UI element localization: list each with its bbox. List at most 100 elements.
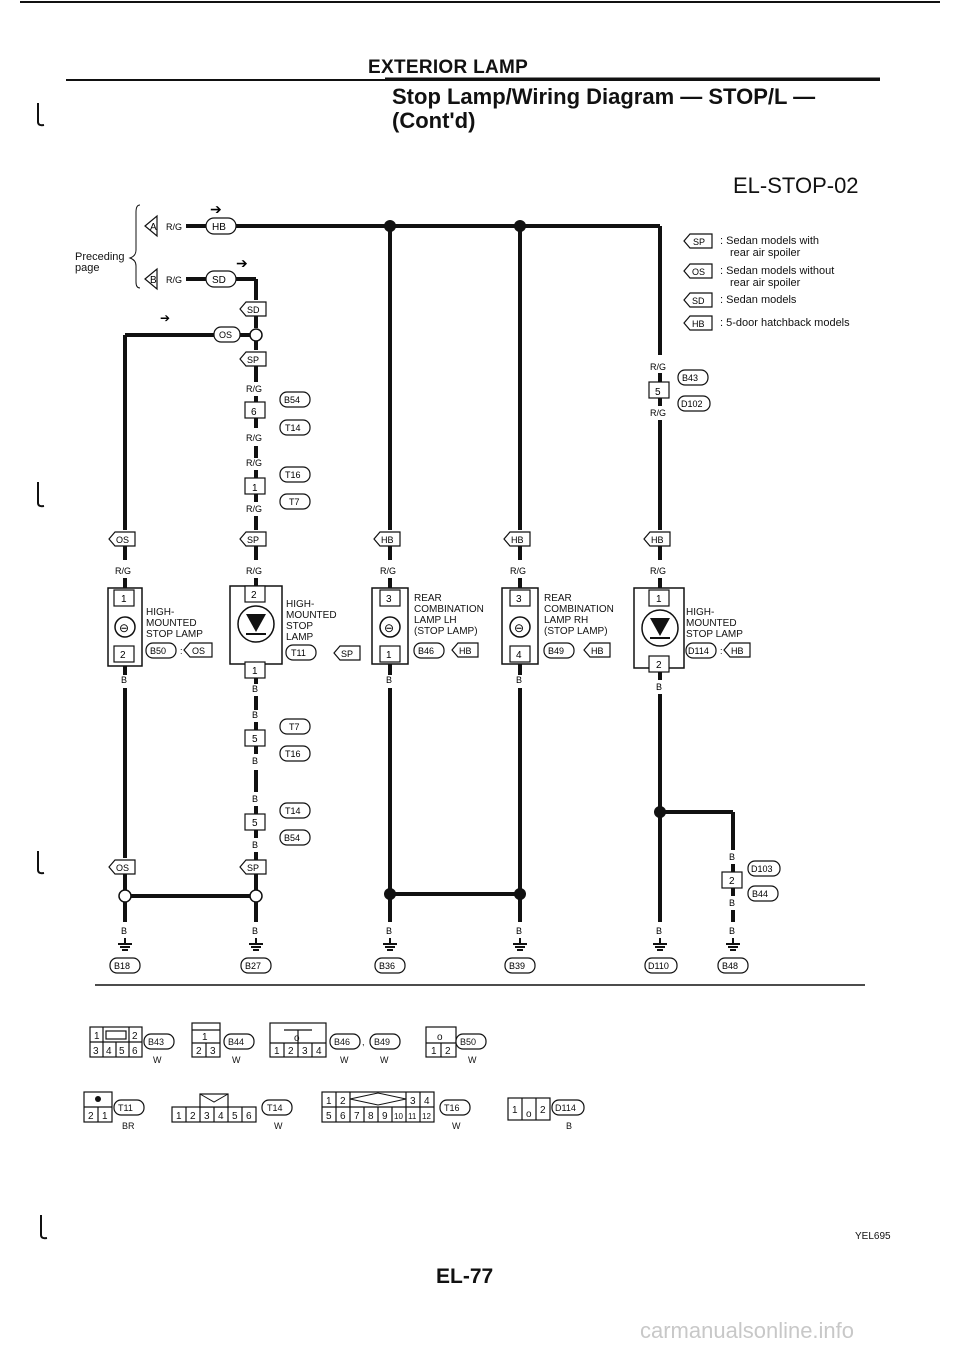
svg-text:B: B	[386, 926, 392, 936]
svg-text:W: W	[452, 1121, 461, 1131]
connector-view-d114	[507, 1097, 585, 1121]
lamp2-label: HIGH-	[286, 599, 315, 610]
svg-text:10: 10	[394, 1112, 403, 1121]
svg-text:OS: OS	[692, 267, 705, 277]
svg-text:5: 5	[252, 818, 258, 829]
svg-text:B54: B54	[284, 395, 300, 405]
svg-text:R/G: R/G	[510, 566, 526, 576]
svg-text:B: B	[386, 675, 392, 685]
svg-text:3: 3	[516, 594, 522, 605]
svg-text:2: 2	[132, 1031, 138, 1042]
lamp2-label-2: MOUNTED	[286, 610, 337, 621]
svg-text:T14: T14	[267, 1103, 283, 1113]
svg-text:SP: SP	[247, 535, 259, 545]
svg-text:B: B	[252, 794, 258, 804]
preceding-label-2: page	[75, 262, 100, 274]
svg-text:B: B	[252, 926, 258, 936]
svg-text:B: B	[121, 675, 127, 685]
connector-view-t16	[321, 1091, 471, 1123]
svg-text:2: 2	[729, 876, 735, 887]
diagram-code: EL-STOP-02	[733, 173, 859, 198]
svg-text::: :	[180, 646, 183, 656]
svg-text:B27: B27	[245, 961, 261, 971]
svg-text:B: B	[729, 926, 735, 936]
svg-text:R/G: R/G	[115, 566, 131, 576]
lamp5-label-2: MOUNTED	[686, 618, 737, 629]
svg-text:1: 1	[202, 1032, 208, 1043]
svg-text::: :	[720, 646, 723, 656]
svg-text:1: 1	[326, 1096, 332, 1107]
svg-text:8: 8	[368, 1111, 374, 1122]
svg-text:3: 3	[210, 1046, 216, 1057]
svg-text:B: B	[252, 840, 258, 850]
svg-text:HB: HB	[731, 646, 744, 656]
svg-text:⊖: ⊖	[384, 621, 394, 635]
lamp1-label: HIGH-	[146, 607, 175, 618]
svg-text:W: W	[380, 1055, 389, 1065]
svg-text:T14: T14	[285, 423, 301, 433]
svg-text:B: B	[121, 926, 127, 936]
svg-text:7: 7	[354, 1111, 360, 1122]
svg-text:R/G: R/G	[246, 384, 262, 394]
svg-text:1: 1	[252, 666, 258, 677]
svg-text:R/G: R/G	[650, 566, 666, 576]
svg-text:R/G: R/G	[246, 433, 262, 443]
svg-text:R/G: R/G	[650, 362, 666, 372]
svg-text:B: B	[252, 710, 258, 720]
svg-text:3: 3	[93, 1046, 99, 1057]
svg-text:11: 11	[408, 1112, 417, 1121]
svg-text:R/G: R/G	[246, 566, 262, 576]
svg-text:HB: HB	[459, 646, 472, 656]
lamp1-label-2: MOUNTED	[146, 618, 197, 629]
svg-text:5: 5	[655, 387, 661, 398]
svg-text:HB: HB	[212, 222, 226, 233]
svg-text:R/G: R/G	[246, 504, 262, 514]
svg-text:3: 3	[410, 1096, 416, 1107]
svg-text:⊖: ⊖	[119, 621, 129, 635]
svg-text:➔: ➔	[236, 255, 248, 271]
svg-text:B43: B43	[682, 373, 698, 383]
svg-text:HB: HB	[651, 535, 664, 545]
page-number: EL-77	[436, 1265, 494, 1288]
svg-text:4: 4	[106, 1046, 112, 1057]
svg-text:B: B	[729, 852, 735, 862]
svg-text:B49: B49	[374, 1037, 390, 1047]
svg-text:1: 1	[94, 1031, 100, 1042]
svg-text:B43: B43	[148, 1037, 164, 1047]
svg-text:6: 6	[132, 1046, 138, 1057]
svg-text:3: 3	[204, 1111, 210, 1122]
svg-text:B46: B46	[418, 646, 434, 656]
svg-text:SD: SD	[247, 305, 260, 315]
svg-text:5: 5	[326, 1111, 332, 1122]
connector-view-b50	[425, 1026, 487, 1058]
svg-text:R/G: R/G	[246, 458, 262, 468]
svg-text:12: 12	[422, 1112, 431, 1121]
svg-text:B39: B39	[509, 961, 525, 971]
svg-text:B54: B54	[284, 833, 300, 843]
svg-text:T7: T7	[289, 722, 300, 732]
svg-text:B: B	[516, 926, 522, 936]
svg-text:B44: B44	[228, 1037, 244, 1047]
lamp4-symbol: 3 ⊖ 4 B49 HB	[501, 578, 611, 665]
svg-text:D114: D114	[555, 1103, 576, 1113]
svg-text:1: 1	[512, 1105, 518, 1116]
svg-text:R/G: R/G	[380, 566, 396, 576]
svg-text:➔: ➔	[160, 311, 170, 325]
svg-text:5: 5	[252, 734, 258, 745]
svg-text:W: W	[153, 1055, 162, 1065]
svg-text:o: o	[437, 1032, 443, 1043]
svg-text:2: 2	[88, 1111, 94, 1122]
svg-text:T16: T16	[444, 1103, 460, 1113]
legend-os-text: : Sedan models without	[720, 265, 835, 277]
diagram-title: Stop Lamp/Wiring Diagram — STOP/L —	[392, 84, 816, 109]
svg-text:3: 3	[386, 594, 392, 605]
svg-text:W: W	[232, 1055, 241, 1065]
svg-text:2: 2	[540, 1105, 546, 1116]
svg-text:6: 6	[251, 407, 257, 418]
svg-text:SP: SP	[247, 863, 259, 873]
svg-text:B49: B49	[548, 646, 564, 656]
lamp2-symbol: 2 T11 SP 1	[229, 578, 361, 679]
svg-text:SD: SD	[692, 296, 705, 306]
lamp3-label-2: COMBINATION	[414, 604, 484, 615]
